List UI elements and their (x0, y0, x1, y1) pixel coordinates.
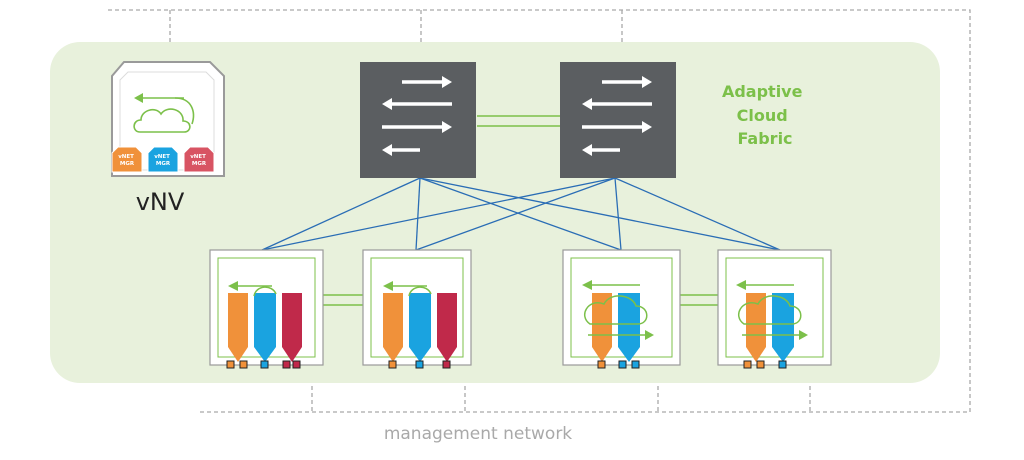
uplinks (261, 177, 781, 251)
switch-arrows-icon (382, 76, 452, 156)
vnet-mgr-badge-3: vNET MGR (183, 146, 215, 173)
badge-2-line-1: vNET (154, 154, 170, 160)
vm-container-icon (736, 280, 808, 362)
vm-container-icon (228, 281, 302, 362)
vnet-mgr-badge-2: vNET MGR (147, 146, 179, 173)
network-port-icon (226, 360, 301, 369)
server-2 (362, 249, 472, 369)
fabric-label-line-2: Cloud (737, 106, 788, 125)
fabric-label-line-1: Adaptive (722, 82, 803, 101)
server-interlinks (323, 294, 718, 306)
vm-container-icon (383, 281, 457, 362)
badge-3-line-1: vNET (190, 154, 206, 160)
svg-text:vNET MGR: vNET MGR (118, 154, 136, 167)
vnv-appliance: vNET MGR vNET MGR vNET MGR (111, 61, 225, 177)
switch-1 (360, 62, 476, 178)
badge-1-line-1: vNET (118, 154, 134, 160)
switch-2 (560, 62, 676, 178)
server-3 (562, 249, 681, 369)
fabric-label-line-3: Fabric (737, 129, 792, 148)
badge-1-line-2: MGR (120, 161, 135, 167)
network-port-icon (388, 360, 451, 369)
server-4 (717, 249, 832, 369)
management-network-label: management network (384, 424, 572, 444)
fabric-label: Adaptive Cloud Fabric (722, 82, 808, 148)
network-port-icon (597, 360, 640, 369)
vnet-mgr-badge-1: vNET MGR (111, 146, 143, 173)
badge-3-line-2: MGR (192, 161, 207, 167)
cloud-icon (133, 93, 195, 133)
switch-interlinks (477, 115, 560, 127)
switch-arrows-icon (582, 76, 652, 156)
svg-text:vNET MGR: vNET MGR (154, 154, 172, 167)
server-1 (209, 249, 324, 369)
svg-text:vNET MGR: vNET MGR (190, 154, 208, 167)
badge-2-line-2: MGR (156, 161, 171, 167)
vnv-label: vNV (136, 188, 185, 216)
vm-container-icon (582, 280, 654, 362)
network-port-icon (743, 360, 787, 369)
